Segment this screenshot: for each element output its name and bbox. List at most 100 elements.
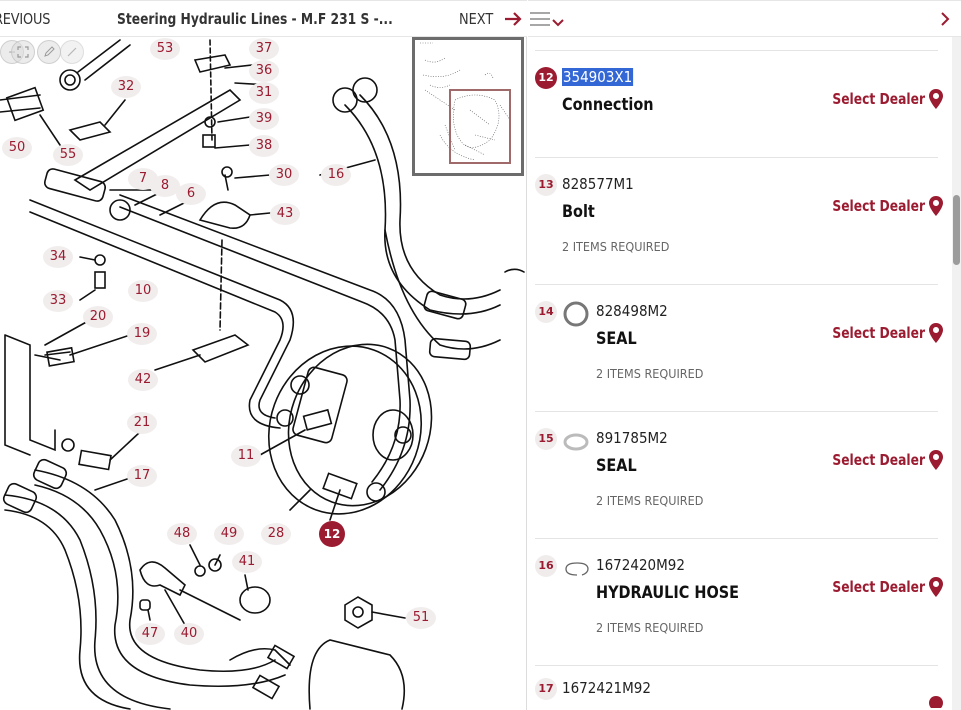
pencil-icon: [44, 46, 55, 57]
callout-20[interactable]: 20: [83, 306, 113, 328]
callout-28[interactable]: 28: [261, 523, 291, 545]
part-row-13[interactable]: 13 828577M1 Bolt 2 ITEMS REQUIRED Select…: [535, 157, 943, 284]
callout-8[interactable]: 8: [150, 175, 180, 197]
callout-50[interactable]: 50: [2, 137, 32, 159]
part-row-14[interactable]: 14 828498M2 SEAL 2 ITEMS REQUIRED Select…: [535, 284, 943, 411]
callout-17[interactable]: 17: [127, 465, 157, 487]
part-row-17[interactable]: 17 1672421M92: [535, 665, 943, 708]
callout-21[interactable]: 21: [127, 412, 157, 434]
ref-badge: 16: [535, 555, 557, 577]
part-row-15[interactable]: 15 891785M2 SEAL 2 ITEMS REQUIRED Select…: [535, 411, 943, 538]
select-dealer-label: Select Dealer: [832, 90, 925, 108]
callout-12-active[interactable]: 12: [319, 521, 345, 547]
callout-55[interactable]: 55: [53, 144, 83, 166]
qty-required: 2 ITEMS REQUIRED: [562, 239, 670, 254]
map-pin-icon: [929, 89, 943, 109]
part-number[interactable]: 828498M2: [596, 302, 668, 320]
select-dealer-button[interactable]: Select Dealer: [812, 196, 943, 216]
callout-43[interactable]: 43: [270, 203, 300, 225]
callout-37[interactable]: 37: [249, 38, 279, 60]
ref-badge: 17: [535, 678, 557, 700]
callout-34[interactable]: 34: [43, 246, 73, 268]
select-dealer-label: Select Dealer: [832, 451, 925, 469]
fullscreen-icon: [17, 46, 29, 58]
map-pin-icon: [929, 450, 943, 470]
part-number[interactable]: 828577M1: [562, 175, 634, 193]
ref-badge: 14: [535, 301, 557, 323]
hose-thumbnail[interactable]: [563, 555, 593, 581]
part-name: SEAL: [596, 329, 637, 349]
callout-40[interactable]: 40: [174, 623, 204, 645]
select-dealer-button[interactable]: Select Dealer: [812, 577, 943, 597]
seal-ring-thumbnail[interactable]: [563, 301, 593, 327]
callout-10[interactable]: 10: [128, 280, 158, 302]
map-pin-icon: [929, 323, 943, 343]
select-dealer-button[interactable]: Select Dealer: [812, 89, 943, 109]
ref-badge: 13: [535, 174, 557, 196]
previous-button[interactable]: REVIOUS: [0, 10, 51, 28]
part-name: Connection: [562, 95, 654, 115]
callout-36[interactable]: 36: [249, 60, 279, 82]
select-dealer-label: Select Dealer: [832, 578, 925, 596]
callout-47[interactable]: 47: [135, 623, 165, 645]
ref-badge: 15: [535, 428, 557, 450]
callout-49[interactable]: 49: [214, 523, 244, 545]
callout-42[interactable]: 42: [128, 369, 158, 391]
map-pin-icon: [929, 196, 943, 216]
callout-39[interactable]: 39: [249, 108, 279, 130]
parts-list: 12 354903X1 Connection Select Dealer 13 …: [535, 50, 943, 708]
callout-19[interactable]: 19: [127, 323, 157, 345]
part-number[interactable]: 1672420M92: [596, 556, 685, 574]
select-dealer-label: Select Dealer: [832, 197, 925, 215]
parts-panel: 12 354903X1 Connection Select Dealer 13 …: [528, 0, 961, 710]
callout-53[interactable]: 53: [150, 38, 180, 60]
qty-required: 2 ITEMS REQUIRED: [596, 620, 704, 635]
seal-washer-thumbnail[interactable]: [563, 428, 593, 454]
edit-button[interactable]: [37, 40, 61, 64]
callout-16[interactable]: 16: [321, 164, 351, 186]
part-number[interactable]: 1672421M92: [562, 679, 651, 697]
part-name: Bolt: [562, 202, 595, 222]
part-number[interactable]: 354903X1: [562, 68, 634, 86]
callout-51[interactable]: 51: [406, 607, 436, 629]
qty-required: 2 ITEMS REQUIRED: [596, 366, 704, 381]
parts-list-scrollbar[interactable]: [952, 37, 961, 710]
callout-41[interactable]: 41: [232, 551, 262, 573]
diagram-drawing: [0, 39, 525, 710]
fullscreen-button[interactable]: [11, 40, 35, 64]
part-row-12[interactable]: 12 354903X1 Connection Select Dealer: [535, 50, 943, 157]
chevron-right-icon[interactable]: [940, 12, 950, 26]
callout-30[interactable]: 30: [269, 164, 299, 186]
map-pin-icon: [929, 696, 943, 708]
callout-38[interactable]: 38: [249, 135, 279, 157]
ref-badge: 12: [535, 67, 557, 89]
arrow-right-icon[interactable]: [503, 9, 523, 29]
parts-panel-toolbar: [528, 0, 961, 37]
callout-32[interactable]: 32: [111, 76, 141, 98]
callout-31[interactable]: 31: [249, 82, 279, 104]
next-button[interactable]: NEXT: [459, 10, 494, 28]
reset-button[interactable]: [60, 40, 84, 64]
part-row-16[interactable]: 16 1672420M92 HYDRAULIC HOSE 2 ITEMS REQ…: [535, 538, 943, 665]
callout-6[interactable]: 6: [176, 183, 206, 205]
minimap-viewport[interactable]: [449, 89, 511, 164]
chevron-down-icon[interactable]: [551, 18, 565, 28]
callout-33[interactable]: 33: [43, 290, 73, 312]
select-dealer-button[interactable]: Select Dealer: [812, 323, 943, 343]
scrollbar-thumb[interactable]: [953, 195, 960, 265]
select-dealer-button[interactable]: [929, 696, 943, 708]
part-number[interactable]: 891785M2: [596, 429, 668, 447]
callout-48[interactable]: 48: [167, 523, 197, 545]
select-dealer-label: Select Dealer: [832, 324, 925, 342]
diagram-minimap[interactable]: [412, 37, 524, 176]
tool-icon: [67, 47, 77, 57]
part-name: HYDRAULIC HOSE: [596, 583, 740, 603]
part-name: SEAL: [596, 456, 637, 476]
qty-required: 2 ITEMS REQUIRED: [596, 493, 704, 508]
map-pin-icon: [929, 577, 943, 597]
minimap-canvas: [415, 40, 521, 173]
diagram-viewer: REVIOUS Steering Hydraulic Lines - M.F 2…: [0, 0, 527, 710]
select-dealer-button[interactable]: Select Dealer: [812, 450, 943, 470]
callout-11[interactable]: 11: [231, 445, 261, 467]
list-menu-icon[interactable]: [530, 12, 550, 26]
